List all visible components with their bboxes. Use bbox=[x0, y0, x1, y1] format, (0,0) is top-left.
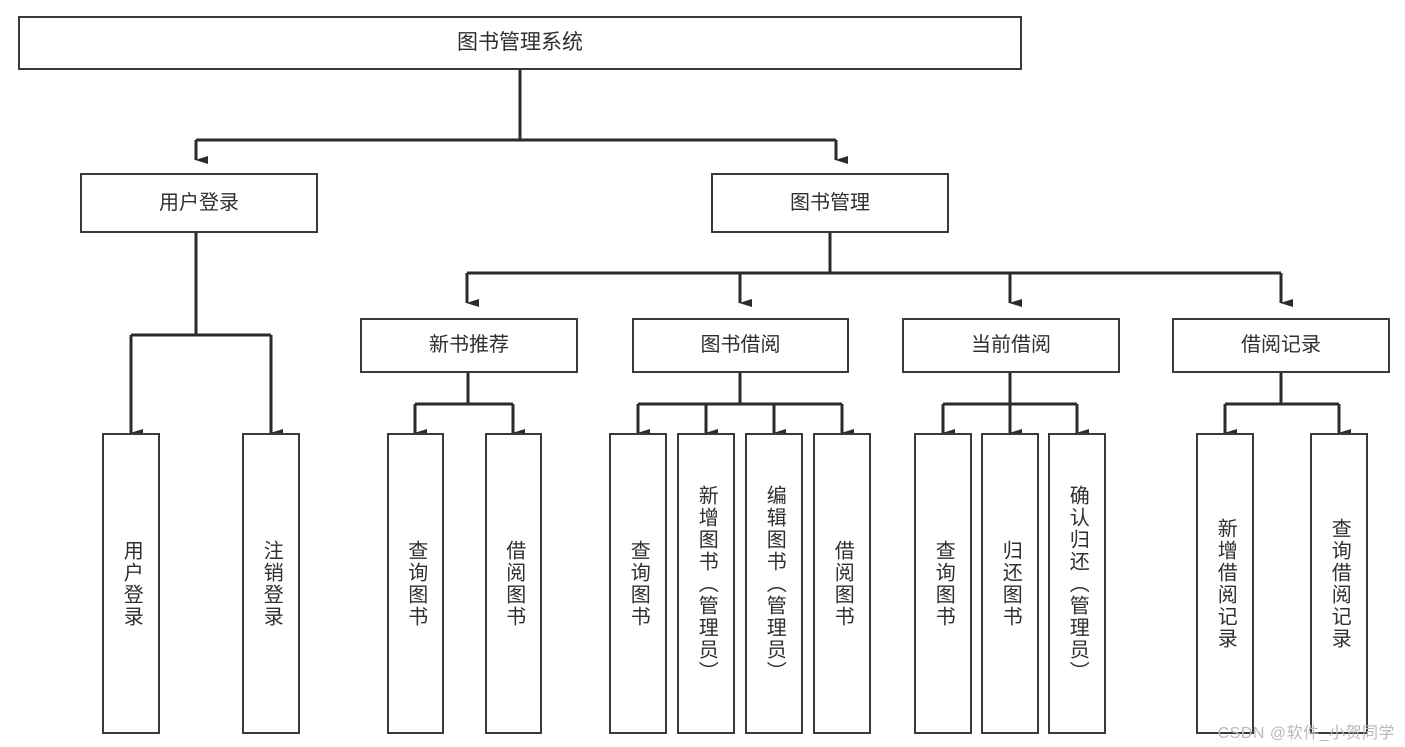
node-leaf-query-record-label: 查询借阅记录 bbox=[1328, 517, 1351, 650]
node-leaf-logout-login[interactable]: 注销登录 bbox=[242, 433, 300, 734]
node-leaf-return-book[interactable]: 归还图书 bbox=[981, 433, 1039, 734]
node-leaf-query-book-2[interactable]: 查询图书 bbox=[609, 433, 667, 734]
node-leaf-edit-book-label: 编辑图书（管理员） bbox=[763, 484, 786, 683]
node-leaf-borrow-book-2-label: 借阅图书 bbox=[831, 539, 854, 628]
node-leaf-query-record[interactable]: 查询借阅记录 bbox=[1310, 433, 1368, 734]
node-leaf-query-book-3-label: 查询图书 bbox=[932, 539, 955, 628]
node-user-login-label: 用户登录 bbox=[159, 191, 239, 214]
node-borrow-record-label: 借阅记录 bbox=[1241, 334, 1321, 357]
node-book-management-label: 图书管理 bbox=[790, 191, 870, 214]
node-leaf-query-book-2-label: 查询图书 bbox=[627, 539, 650, 628]
node-leaf-borrow-book-1-label: 借阅图书 bbox=[502, 539, 525, 628]
node-leaf-logout-login-label: 注销登录 bbox=[260, 539, 283, 628]
node-book-borrow[interactable]: 图书借阅 bbox=[632, 318, 849, 373]
node-leaf-add-book[interactable]: 新增图书（管理员） bbox=[677, 433, 735, 734]
node-leaf-borrow-book-1[interactable]: 借阅图书 bbox=[485, 433, 542, 734]
node-new-book-recommend-label: 新书推荐 bbox=[429, 334, 509, 357]
node-leaf-user-login-label: 用户登录 bbox=[120, 539, 143, 628]
node-book-borrow-label: 图书借阅 bbox=[700, 334, 781, 357]
node-book-management[interactable]: 图书管理 bbox=[711, 173, 949, 233]
node-leaf-add-record[interactable]: 新增借阅记录 bbox=[1196, 433, 1254, 734]
node-root-label: 图书管理系统 bbox=[457, 31, 583, 55]
node-leaf-query-book-1[interactable]: 查询图书 bbox=[387, 433, 444, 734]
node-borrow-record[interactable]: 借阅记录 bbox=[1172, 318, 1390, 373]
node-leaf-user-login[interactable]: 用户登录 bbox=[102, 433, 160, 734]
node-current-borrow-label: 当前借阅 bbox=[971, 334, 1051, 357]
node-leaf-confirm-return[interactable]: 确认归还（管理员） bbox=[1048, 433, 1106, 734]
node-leaf-add-record-label: 新增借阅记录 bbox=[1214, 517, 1237, 650]
watermark-text: CSDN @软件_小贺同学 bbox=[1217, 725, 1395, 742]
node-leaf-confirm-return-label: 确认归还（管理员） bbox=[1066, 484, 1089, 683]
node-leaf-query-book-1-label: 查询图书 bbox=[404, 539, 427, 628]
node-user-login[interactable]: 用户登录 bbox=[80, 173, 318, 233]
node-leaf-query-book-3[interactable]: 查询图书 bbox=[914, 433, 972, 734]
node-leaf-return-book-label: 归还图书 bbox=[999, 539, 1022, 628]
node-leaf-add-book-label: 新增图书（管理员） bbox=[695, 484, 718, 683]
node-leaf-borrow-book-2[interactable]: 借阅图书 bbox=[813, 433, 871, 734]
node-current-borrow[interactable]: 当前借阅 bbox=[902, 318, 1120, 373]
node-leaf-edit-book[interactable]: 编辑图书（管理员） bbox=[745, 433, 803, 734]
node-root[interactable]: 图书管理系统 bbox=[18, 16, 1022, 70]
node-new-book-recommend[interactable]: 新书推荐 bbox=[360, 318, 578, 373]
